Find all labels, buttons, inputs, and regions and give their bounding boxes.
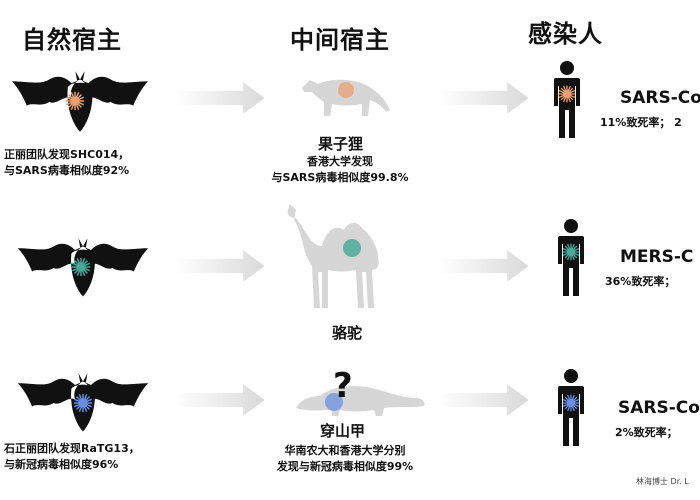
arrow-right-icon <box>432 250 536 282</box>
arrow-right-icon <box>168 250 272 282</box>
civet-label: 果子狸 <box>318 135 364 153</box>
infected-human-heading: 感染人 <box>528 20 603 48</box>
arrow-right-icon <box>432 82 536 114</box>
natural-host-note-line-1: 石正丽团队发现RaTG13， <box>4 442 140 455</box>
civet-note: 香港大学发现 与SARS病毒相似度99.8% <box>240 154 440 186</box>
camel-label: 骆驼 <box>332 324 363 342</box>
virus-name: MERS-C <box>620 247 694 267</box>
fatality-rate: 11%致死率； 2 <box>600 116 682 129</box>
civet-note-line-2: 与SARS病毒相似度99.8% <box>271 171 409 184</box>
author-credit: 林海博士 Dr. L <box>636 477 689 486</box>
arrow-right-icon <box>168 384 272 416</box>
pangolin-label: 穿山甲 <box>320 422 366 440</box>
arrow-right-icon <box>168 82 272 114</box>
natural-host-heading: 自然宿主 <box>22 26 122 54</box>
natural-host-note-line-2: 与新冠病毒相似度96% <box>4 458 119 471</box>
natural-host-note-line-1: 正丽团队发现SHC014， <box>4 148 130 161</box>
civet-note-line-1: 香港大学发现 <box>307 155 373 168</box>
question-mark-icon: ? <box>333 366 353 406</box>
fatality-rate: 36%致死率； <box>605 275 676 288</box>
virus-icon <box>557 84 577 104</box>
natural-host-note: 正丽团队发现SHC014， 与SARS病毒相似度92% <box>4 147 129 179</box>
pangolin-note: 华南农大和香港大学分别 发现与新冠病毒相似度99% <box>240 443 450 475</box>
virus-icon <box>72 392 94 414</box>
intermediate-host-heading: 中间宿主 <box>290 26 390 54</box>
fatality-rate: 2%致死率； <box>615 426 678 439</box>
natural-host-note-line-2: 与SARS病毒相似度92% <box>4 164 130 177</box>
pangolin-note-line-1: 华南农大和香港大学分别 <box>284 444 406 457</box>
pangolin-icon <box>296 386 425 416</box>
virus-icon <box>64 90 86 112</box>
virus-name: SARS-Co <box>620 88 700 108</box>
arrow-right-icon <box>432 384 536 416</box>
pangolin-note-line-2: 发现与新冠病毒相似度99% <box>276 460 414 473</box>
natural-host-note: 石正丽团队发现RaTG13， 与新冠病毒相似度96% <box>4 441 140 473</box>
virus-name: SARS-Co <box>618 398 700 418</box>
civet-icon <box>302 79 390 116</box>
virus-icon <box>70 256 92 278</box>
virus-icon <box>561 393 581 413</box>
camel-icon <box>287 204 379 308</box>
virus-icon <box>561 242 581 262</box>
